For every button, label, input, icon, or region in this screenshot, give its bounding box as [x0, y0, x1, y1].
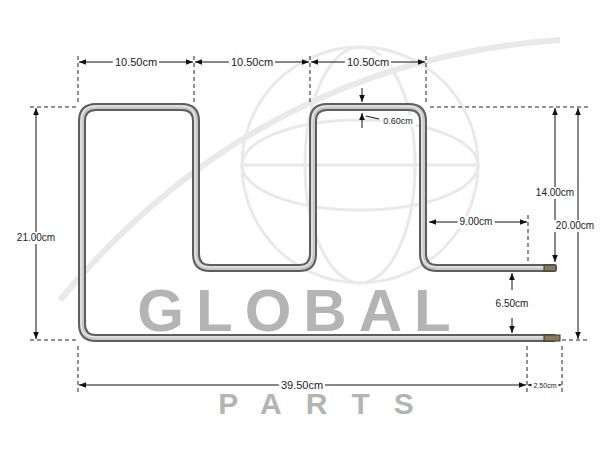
dimension-label: 10.50cm: [345, 56, 391, 69]
watermark-brand: GLOBAL: [137, 281, 462, 341]
dimension-arrows: [36, 62, 578, 385]
dimension-label: 0.60cm: [381, 116, 415, 127]
dimension-label: 14.00cm: [534, 187, 576, 199]
dimension-label: 6.50cm: [494, 298, 531, 310]
terminal-tab: [544, 265, 560, 341]
watermark-brand: PARTS: [218, 389, 437, 419]
extension-lines: [30, 56, 590, 392]
dimension-label: 10.50cm: [229, 56, 275, 69]
dimension-label: 10.50cm: [113, 56, 159, 69]
dimension-label: 21.00cm: [15, 232, 57, 244]
dimension-label: 20.00cm: [554, 220, 596, 232]
dimension-label: 2.50cm: [532, 381, 559, 390]
dimension-label: 9.00cm: [458, 216, 495, 228]
